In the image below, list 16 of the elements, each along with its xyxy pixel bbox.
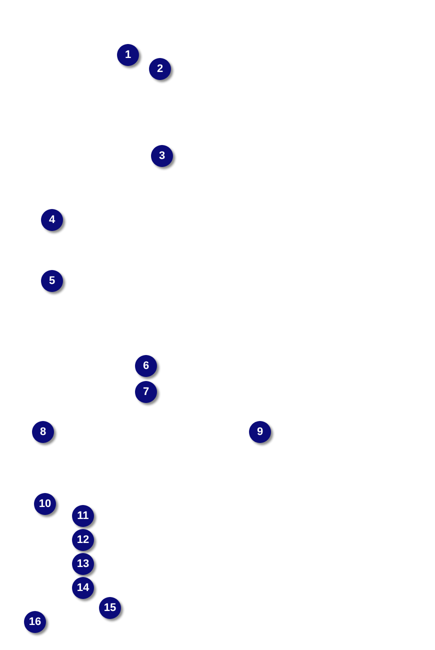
callout-number: 7	[135, 381, 157, 403]
callout-number: 2	[149, 58, 171, 80]
callout-number: 5	[41, 270, 63, 292]
callout-number: 15	[99, 597, 121, 619]
callout-number: 3	[151, 145, 173, 167]
callout-number: 14	[72, 577, 94, 599]
callout-number: 12	[72, 529, 94, 551]
callout-number: 9	[249, 421, 271, 443]
callout-number: 11	[72, 505, 94, 527]
callout-number: 1	[117, 44, 139, 66]
callout-number: 6	[135, 355, 157, 377]
callout-number: 13	[72, 553, 94, 575]
callout-number: 4	[41, 209, 63, 231]
callout-number: 10	[34, 493, 56, 515]
callout-number: 8	[32, 421, 54, 443]
callout-number: 16	[24, 611, 46, 633]
